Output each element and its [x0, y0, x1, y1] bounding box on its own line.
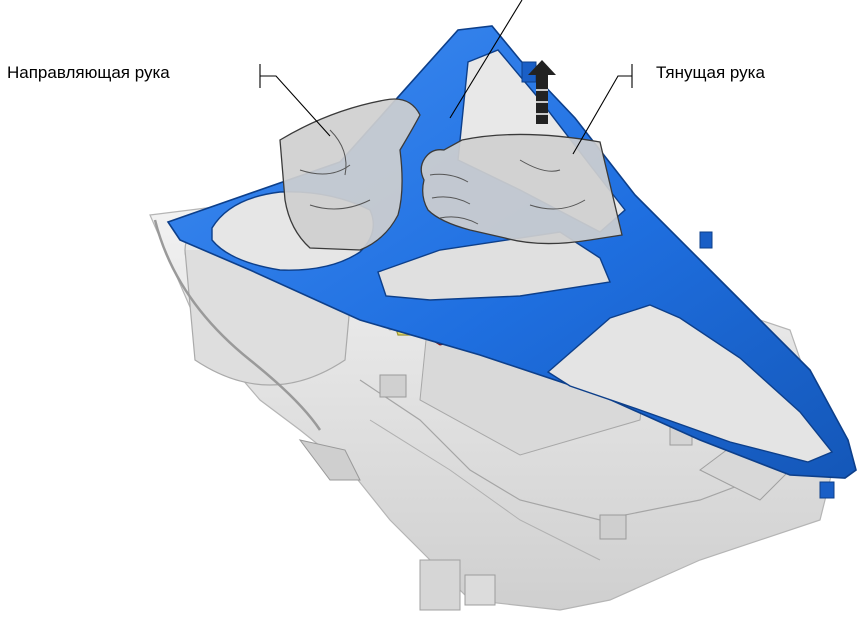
- pulling-hand: [420, 133, 623, 245]
- guiding-hand-label: Направляющая рука: [7, 63, 170, 82]
- boot-leader: [449, 0, 523, 119]
- leader-lines: [259, 0, 633, 155]
- pull-hand-leader: [572, 64, 633, 155]
- up-arrow-icon: [528, 60, 556, 124]
- guiding-hand: [279, 98, 421, 251]
- guide-hand-leader: [259, 64, 331, 137]
- pulling-hand-label: Тянущая рука: [656, 63, 765, 82]
